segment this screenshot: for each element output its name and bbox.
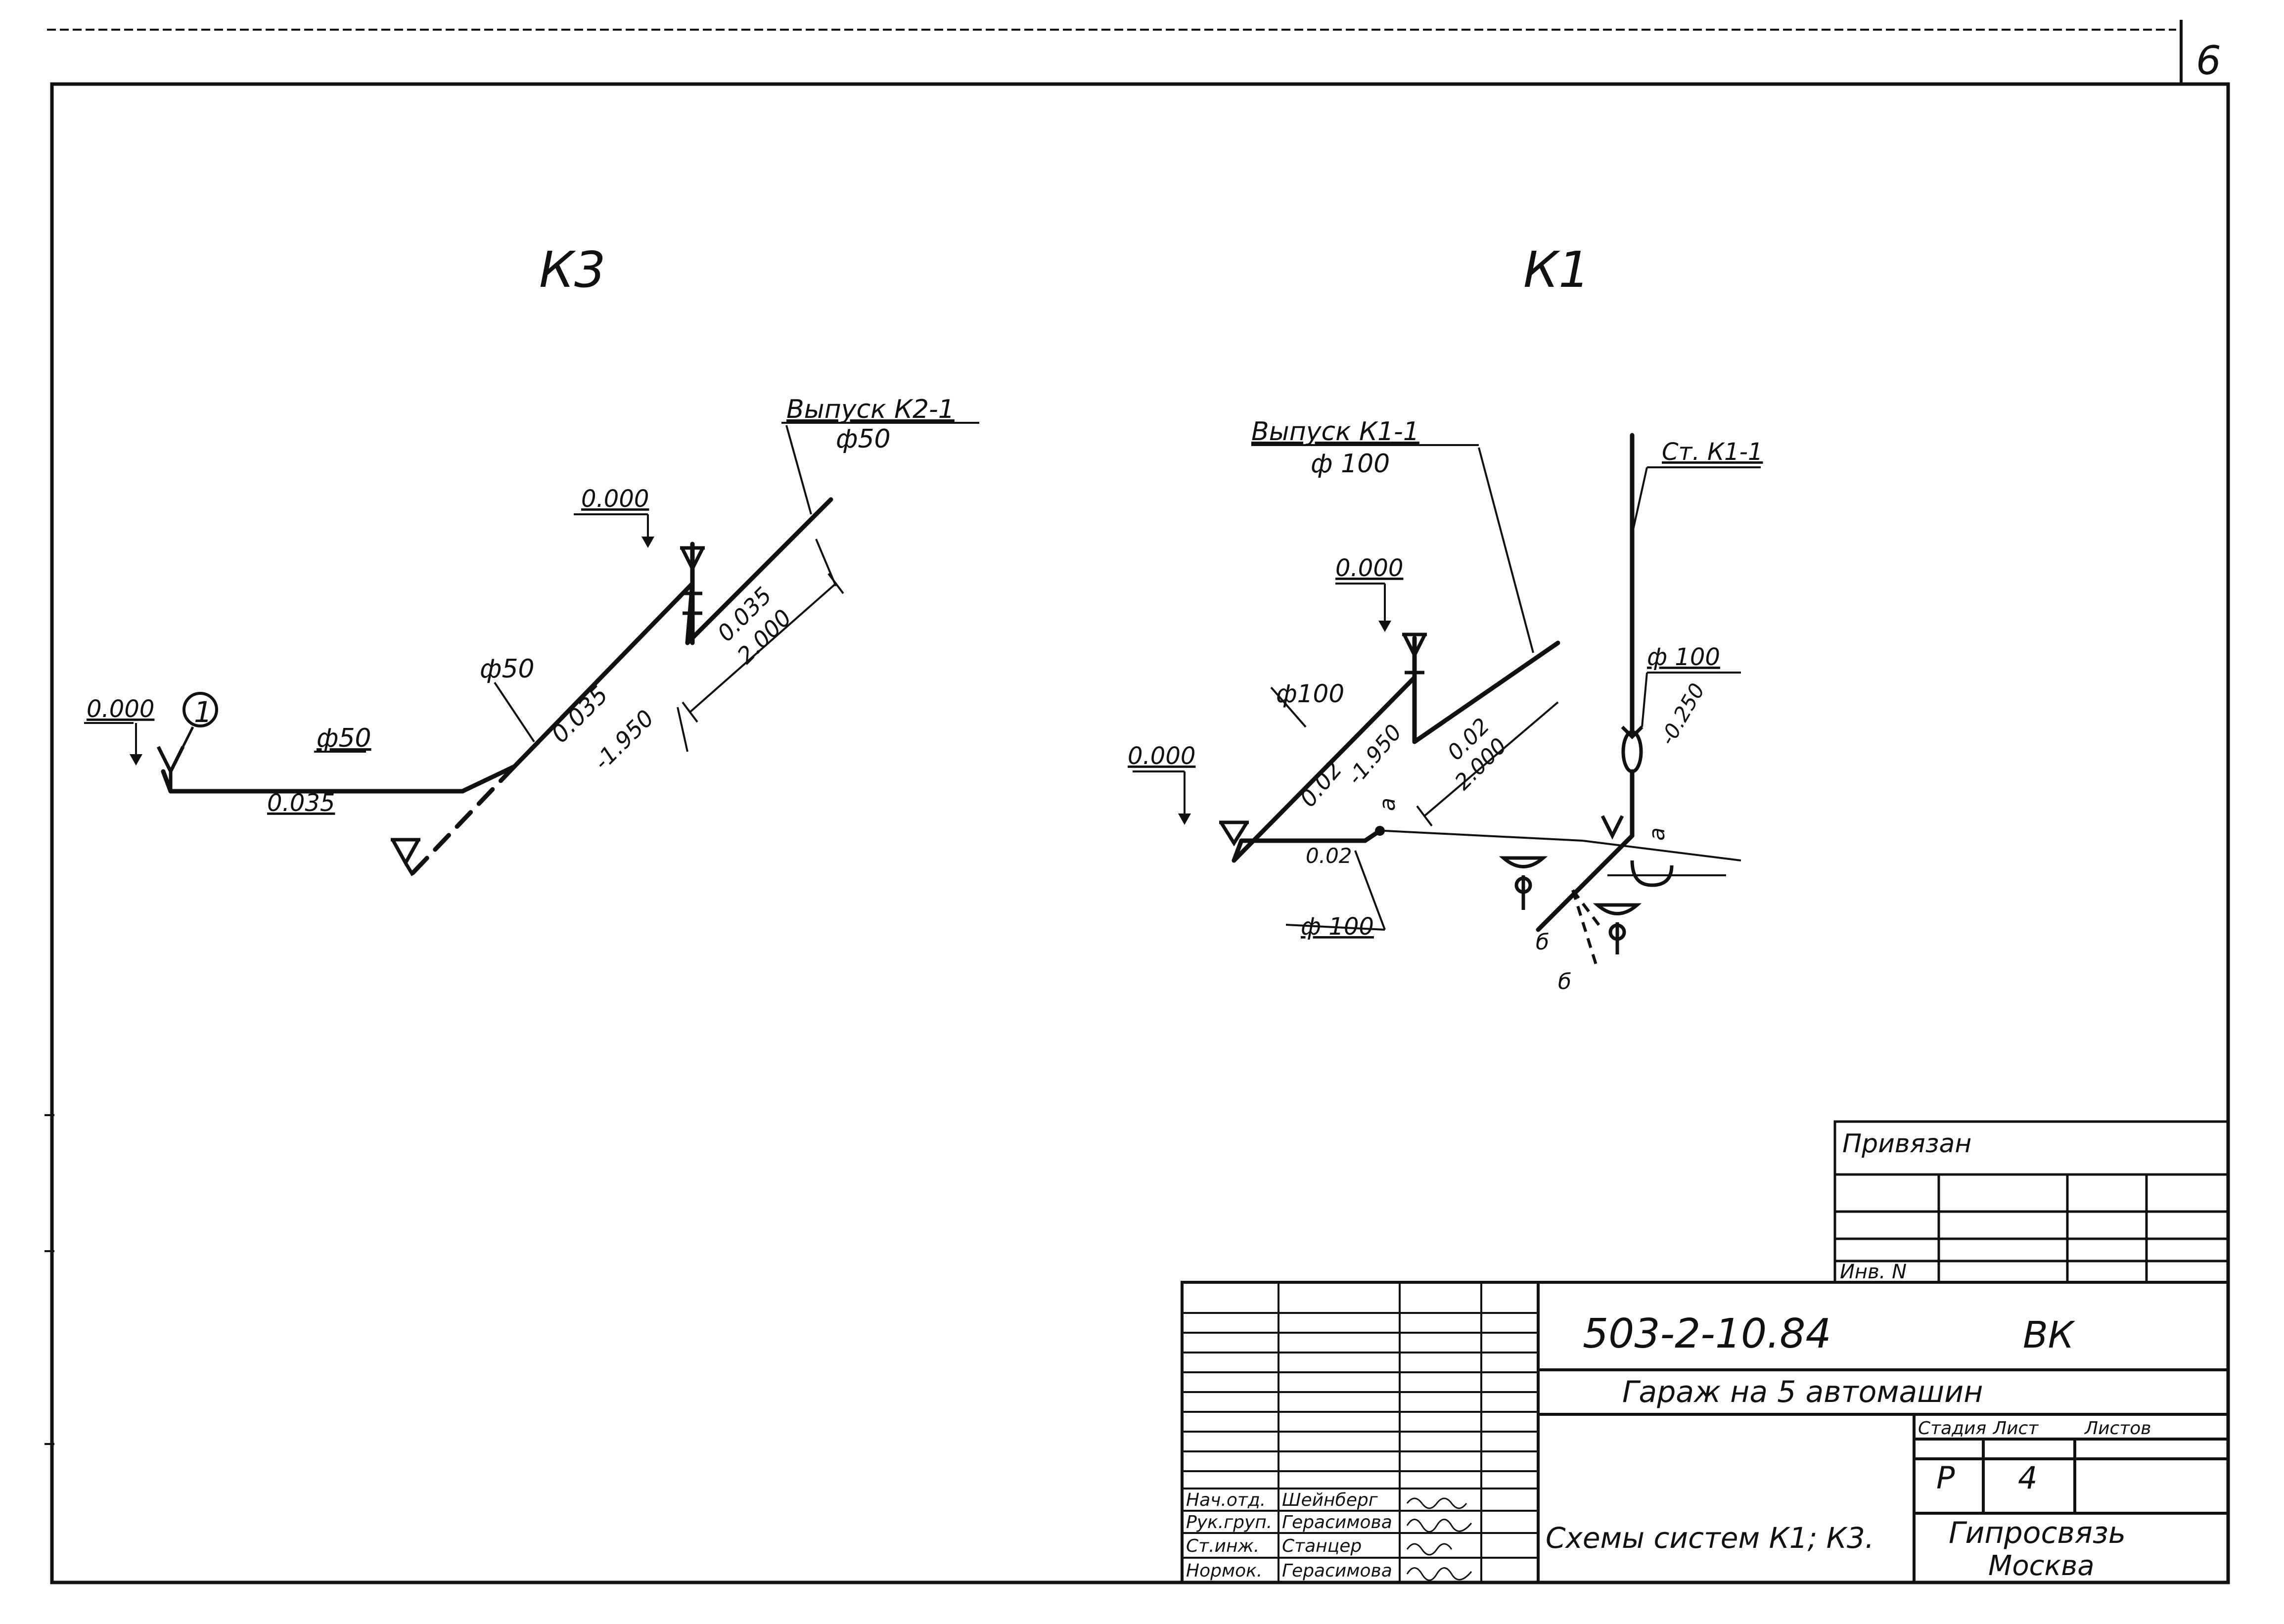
k1-mark-upper: 0.000 bbox=[1335, 554, 1403, 582]
staff-name: Шейнберг bbox=[1282, 1490, 1378, 1510]
k3-mark-left: 0.000 bbox=[87, 695, 154, 723]
organization: Гипросвязь bbox=[1949, 1516, 2126, 1550]
sheets-header: Листов bbox=[2084, 1418, 2151, 1439]
k1-mark-depth: -1.950 bbox=[1342, 720, 1407, 790]
k3-lower-funnel-icon bbox=[391, 838, 420, 876]
staff-signature-icon bbox=[1406, 1519, 1472, 1533]
k1-mark-left: 0.000 bbox=[1128, 742, 1195, 770]
k3-dia-horizontal: ф50 bbox=[317, 723, 371, 753]
attachment-title: Привязан bbox=[1842, 1129, 1971, 1159]
staff-role: Рук.груп. bbox=[1186, 1512, 1272, 1533]
k3-slope-diagonal: 0.035 bbox=[546, 681, 614, 749]
sheet-frame bbox=[47, 20, 2230, 1584]
sheet-name: Схемы систем К1; К3. bbox=[1546, 1521, 1874, 1555]
k1-washbasin-left-icon bbox=[1499, 856, 1548, 910]
staff-name: Герасимова bbox=[1282, 1561, 1392, 1581]
k1-slope-bottom: 0.02 bbox=[1306, 844, 1352, 868]
stage-value: Р bbox=[1936, 1460, 1955, 1496]
frame-ticks bbox=[45, 1114, 54, 1445]
k1-ground-lines bbox=[1384, 830, 1741, 876]
staff-role: Нормок. bbox=[1186, 1561, 1262, 1581]
k1-letter-b2: б bbox=[1558, 969, 1571, 994]
staff-role: Нач.отд. bbox=[1186, 1490, 1266, 1510]
k1-leaders bbox=[1133, 444, 1761, 931]
k1-branch-dashed bbox=[1571, 889, 1604, 970]
k1-riser-cleanout-icon bbox=[1621, 725, 1644, 773]
k3-title: К3 bbox=[539, 241, 606, 299]
k3-node-marker: 1 bbox=[182, 692, 218, 748]
k3-dimension-line bbox=[682, 573, 844, 723]
staff-grid bbox=[1182, 1282, 1538, 1582]
staff-role: Ст.инж. bbox=[1186, 1536, 1259, 1556]
k1-dia-bottom: ф 100 bbox=[1301, 913, 1374, 941]
k3-arrow-mark-top bbox=[641, 537, 654, 548]
k1-slope-main: 0.02 bbox=[1294, 756, 1347, 812]
k3-mark-top: 0.000 bbox=[581, 485, 649, 513]
k1-mark-riser: -0.250 bbox=[1655, 679, 1709, 749]
k1-floor-drain-icon bbox=[1219, 820, 1249, 847]
staff-name: Станцер bbox=[1282, 1536, 1362, 1556]
organization-city: Москва bbox=[1988, 1550, 2095, 1582]
k1-outlet-label: Выпуск К1-1 bbox=[1251, 417, 1419, 447]
k3-outlet-diameter: ф50 bbox=[836, 424, 891, 454]
staff-row-3: Ст.инж. Станцер bbox=[1186, 1536, 1453, 1556]
k1-arrow-mark-upper bbox=[1378, 621, 1391, 632]
k3-mark-depth: -1.950 bbox=[589, 705, 659, 775]
staff-signature-icon bbox=[1406, 1497, 1467, 1509]
k3-floor-drain-icon bbox=[156, 746, 185, 791]
k1-dimension-line bbox=[1416, 701, 1559, 827]
k1-outlet-diameter: ф 100 bbox=[1311, 449, 1390, 479]
staff-row-1: Нач.отд. Шейнберг bbox=[1186, 1490, 1467, 1510]
k1-pipe-node-icon bbox=[1375, 826, 1385, 836]
k3-outlet-label: Выпуск К2-1 bbox=[786, 395, 955, 424]
object-name: Гараж на 5 автомашин bbox=[1622, 1375, 1983, 1409]
staff-signature-icon bbox=[1406, 1543, 1453, 1556]
k1-dia-main: ф100 bbox=[1276, 679, 1344, 708]
staff-name: Герасимова bbox=[1282, 1512, 1392, 1533]
stage-header: Стадия bbox=[1918, 1418, 1986, 1439]
k1-arrow-mark-left bbox=[1178, 813, 1191, 825]
staff-row-2: Рук.груп. Герасимова bbox=[1186, 1512, 1472, 1533]
doc-code: 503-2-10.84 bbox=[1583, 1310, 1831, 1357]
staff-row-4: Нормок. Герасимова bbox=[1186, 1561, 1472, 1581]
k1-washbasin-right-icon bbox=[1593, 903, 1642, 954]
k1-letter-b1: б bbox=[1536, 930, 1549, 955]
k1-letter-a1: а bbox=[1375, 798, 1400, 811]
k3-arrow-mark-left bbox=[130, 754, 142, 766]
k3-scheme: К3 bbox=[84, 241, 979, 878]
doc-section: ВК bbox=[2023, 1314, 2076, 1356]
k1-title: К1 bbox=[1523, 241, 1590, 299]
k1-pipes bbox=[1232, 433, 1635, 932]
sheet-header: Лист bbox=[1992, 1418, 2039, 1439]
k1-drain-funnel-icon bbox=[1402, 632, 1427, 675]
k3-slope-horizontal: 0.035 bbox=[267, 789, 335, 817]
sheet-value: 4 bbox=[2018, 1460, 2037, 1496]
attachment-inventory: Инв. N bbox=[1840, 1261, 1907, 1283]
k1-riser-label: Ст. К1-1 bbox=[1662, 438, 1763, 466]
k1-dia-riser: ф 100 bbox=[1647, 643, 1720, 671]
k3-drain-funnel-icon bbox=[680, 546, 705, 615]
page-number: 6 bbox=[2196, 38, 2221, 84]
attachment-block bbox=[1833, 1120, 2230, 1284]
k1-letter-a2: а bbox=[1644, 827, 1670, 841]
staff-signature-icon bbox=[1406, 1567, 1472, 1581]
k3-leaders bbox=[84, 422, 979, 762]
k1-siphon-icon bbox=[1600, 815, 1674, 887]
k3-node-number: 1 bbox=[194, 695, 212, 729]
k1-scheme: К1 bbox=[1128, 241, 1763, 994]
k3-dia-diagonal: ф50 bbox=[480, 654, 535, 684]
